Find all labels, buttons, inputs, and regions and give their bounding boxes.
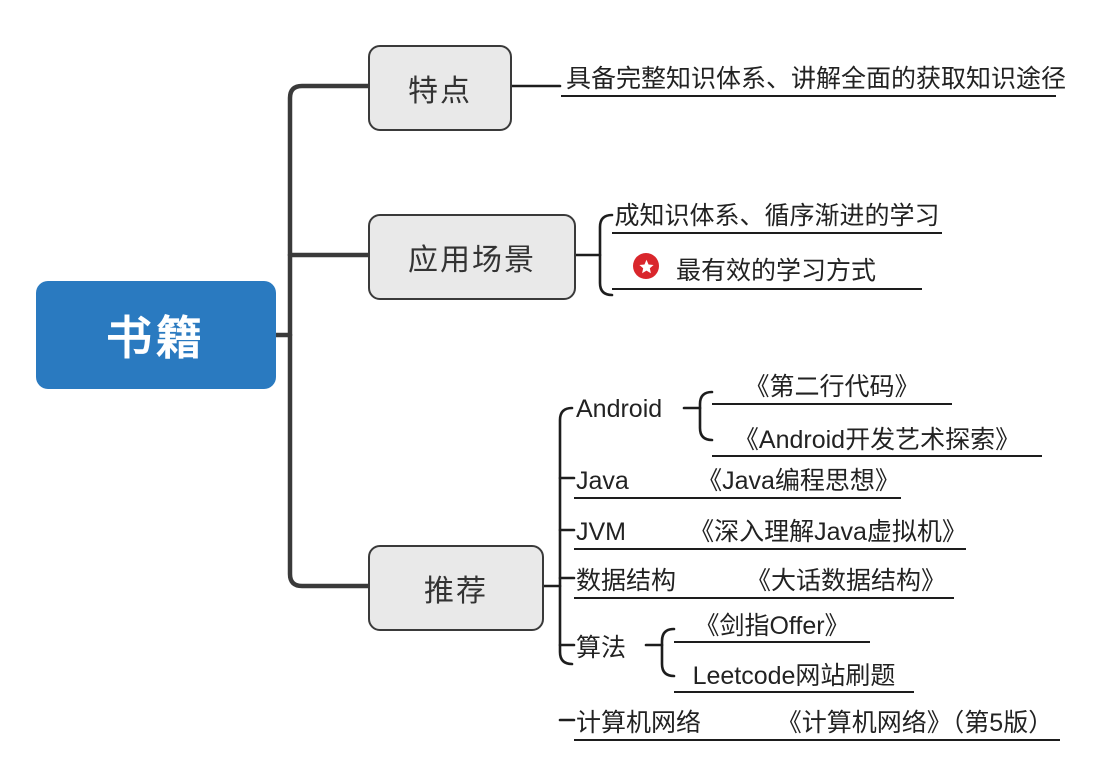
leaf-scenarios-0-underline (612, 232, 942, 234)
leaf-datastructure-book-0[interactable]: 《大话数据结构》 (738, 562, 954, 594)
leaf-recommend-algorithms[interactable]: 算法 (576, 629, 686, 661)
leaf-algorithms-book-1[interactable]: Leetcode网站刷题 (674, 657, 914, 689)
branch-node-features[interactable]: 特点 (368, 45, 512, 131)
leaf-algorithms-book-1-underline (674, 691, 914, 693)
leaf-algorithms-book-0-underline (674, 641, 870, 643)
star-icon (633, 253, 659, 279)
leaf-android-book-0-underline (712, 403, 952, 405)
leaf-recommend-algorithms-text: 算法 (576, 634, 627, 662)
branch-node-recommend-label: 推荐 (424, 575, 488, 608)
leaf-algorithms-book-0[interactable]: 《剑指Offer》 (674, 607, 870, 639)
leaf-java-book-0-text: 《Java编程思想》 (697, 467, 900, 495)
leaf-java-underline (574, 497, 901, 499)
leaf-datastructure-book-0-text: 《大话数据结构》 (745, 567, 946, 595)
leaf-recommend-jvm[interactable]: JVM (576, 513, 706, 545)
leaf-jvm-underline (574, 548, 966, 550)
leaf-network-book-0[interactable]: 《计算机网络》（第5版） (770, 704, 1060, 736)
leaf-jvm-book-0-text: 《深入理解Java虚拟机》 (689, 518, 967, 546)
leaf-android-book-1-text: 《Android开发艺术探索》 (733, 426, 1021, 454)
leaf-scenarios-1[interactable]: 最有效的学习方式 (676, 252, 936, 284)
leaf-android-book-1[interactable]: 《Android开发艺术探索》 (712, 421, 1042, 453)
leaf-jvm-book-0[interactable]: 《深入理解Java虚拟机》 (689, 513, 967, 546)
leaf-datastructure-underline (574, 597, 954, 599)
leaf-network-book-0-text: 《计算机网络》（第5版） (776, 709, 1054, 737)
root-node-label: 书籍 (106, 312, 206, 364)
root-node-books[interactable]: 书籍 (36, 281, 276, 389)
leaf-recommend-java-text: Java (576, 467, 629, 495)
leaf-recommend-datastructure-text: 数据结构 (576, 567, 677, 595)
leaf-recommend-android-text: Android (576, 395, 663, 423)
leaf-recommend-datastructure[interactable]: 数据结构 (576, 562, 726, 594)
leaf-recommend-jvm-text: JVM (576, 518, 626, 546)
leaf-recommend-network[interactable]: 计算机网络 (576, 704, 756, 736)
leaf-recommend-network-text: 计算机网络 (576, 709, 702, 737)
leaf-recommend-android[interactable]: Android (576, 390, 756, 422)
branch-node-scenarios-label: 应用场景 (408, 244, 536, 277)
leaf-recommend-java[interactable]: Java (576, 462, 706, 494)
leaf-features-0-text: 具备完整知识体系、讲解全面的获取知识途径 (566, 65, 1067, 93)
leaf-scenarios-1-text: 最有效的学习方式 (676, 257, 877, 285)
leaf-android-book-0[interactable]: 《第二行代码》 (712, 368, 952, 400)
leaf-android-book-0-text: 《第二行代码》 (744, 373, 920, 401)
branch-node-features-label: 特点 (408, 75, 472, 108)
leaf-java-book-0[interactable]: 《Java编程思想》 (696, 462, 901, 494)
leaf-algorithms-book-1-text: Leetcode网站刷题 (692, 662, 896, 690)
branch-node-scenarios[interactable]: 应用场景 (368, 214, 576, 300)
leaf-android-book-1-underline (712, 455, 1042, 457)
leaf-features-0[interactable]: 具备完整知识体系、讲解全面的获取知识途径 (566, 58, 1066, 92)
leaf-scenarios-1-underline (612, 288, 922, 290)
leaf-network-underline (574, 739, 1060, 741)
leaf-features-0-underline (561, 95, 1056, 97)
leaf-scenarios-0[interactable]: 成知识体系、循序渐进的学习 (612, 197, 942, 229)
leaf-scenarios-0-text: 成知识体系、循序渐进的学习 (614, 202, 940, 230)
leaf-algorithms-book-0-text: 《剑指Offer》 (694, 612, 850, 640)
branch-node-recommend[interactable]: 推荐 (368, 545, 544, 631)
